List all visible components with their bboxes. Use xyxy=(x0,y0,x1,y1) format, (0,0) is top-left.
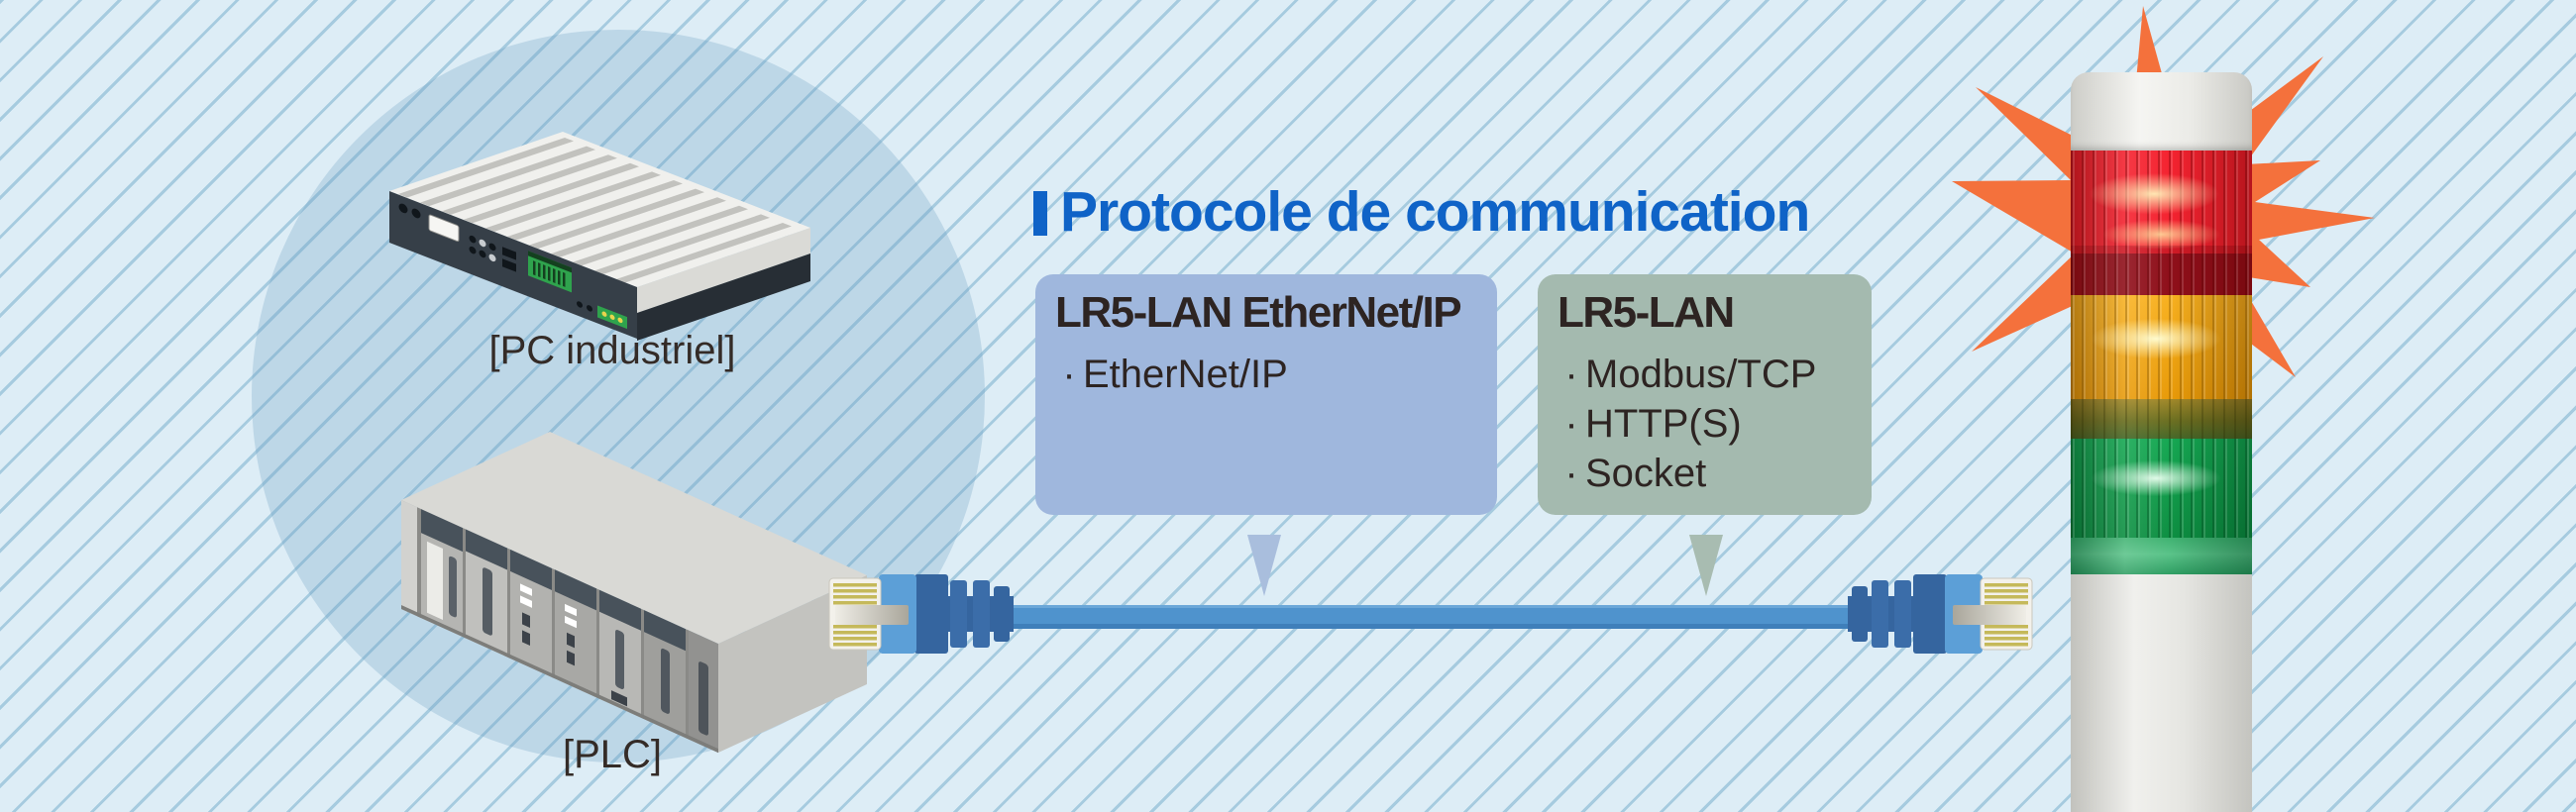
tower-green-light xyxy=(2071,439,2252,538)
pc-label: [PC industriel] xyxy=(488,329,736,372)
pointer-down-icon xyxy=(1247,535,1281,596)
pointer-down-icon xyxy=(1689,535,1723,596)
protocol-box-title: LR5-LAN xyxy=(1557,288,1735,337)
protocol-item-list: ·Modbus/TCP ·HTTP(S) ·Socket xyxy=(1557,350,1872,498)
tower-body xyxy=(2071,574,2252,812)
protocol-item-label: EtherNet/IP xyxy=(1083,353,1288,396)
protocol-item: ·Modbus/TCP xyxy=(1557,350,1872,399)
tower-green-base xyxy=(2071,538,2252,574)
protocol-item-list: ·EtherNet/IP xyxy=(1055,350,1497,399)
protocol-item: ·HTTP(S) xyxy=(1557,399,1872,449)
plc-illustration xyxy=(401,432,867,754)
title-accent-bar-icon xyxy=(1033,191,1047,236)
bullet-icon: · xyxy=(1564,402,1578,446)
bullet-icon: · xyxy=(1564,353,1578,396)
protocol-item-label: Modbus/TCP xyxy=(1585,353,1817,396)
bullet-icon: · xyxy=(1062,353,1076,396)
protocol-box-lr5-lan-ethernet-ip: LR5-LAN EtherNet/IP ·EtherNet/IP xyxy=(1035,274,1497,515)
tower-amber-green-joint xyxy=(2071,399,2252,439)
protocol-item-label: Socket xyxy=(1585,452,1707,495)
industrial-pc-illustration xyxy=(389,132,810,341)
protocol-box-title: LR5-LAN EtherNet/IP xyxy=(1055,288,1462,337)
section-title: Protocole de communication xyxy=(1033,180,1810,244)
plc-label: [PLC] xyxy=(562,733,663,776)
page-title: Protocole de communication xyxy=(1060,180,1810,244)
tower-amber-light xyxy=(2071,295,2252,399)
tower-cap xyxy=(2071,72,2252,151)
signal-tower-illustration xyxy=(2071,72,2252,812)
ethernet-cable xyxy=(1007,605,1857,629)
rj45-connector-left-icon xyxy=(828,574,1014,654)
bullet-icon: · xyxy=(1564,452,1578,495)
protocol-item-label: HTTP(S) xyxy=(1585,402,1742,446)
protocol-item: ·Socket xyxy=(1557,449,1872,498)
protocol-box-lr5-lan: LR5-LAN ·Modbus/TCP ·HTTP(S) ·Socket xyxy=(1538,274,1872,515)
protocol-item: ·EtherNet/IP xyxy=(1055,350,1497,399)
rj45-connector-right-icon xyxy=(1848,574,2033,654)
tower-red-light xyxy=(2071,151,2252,295)
